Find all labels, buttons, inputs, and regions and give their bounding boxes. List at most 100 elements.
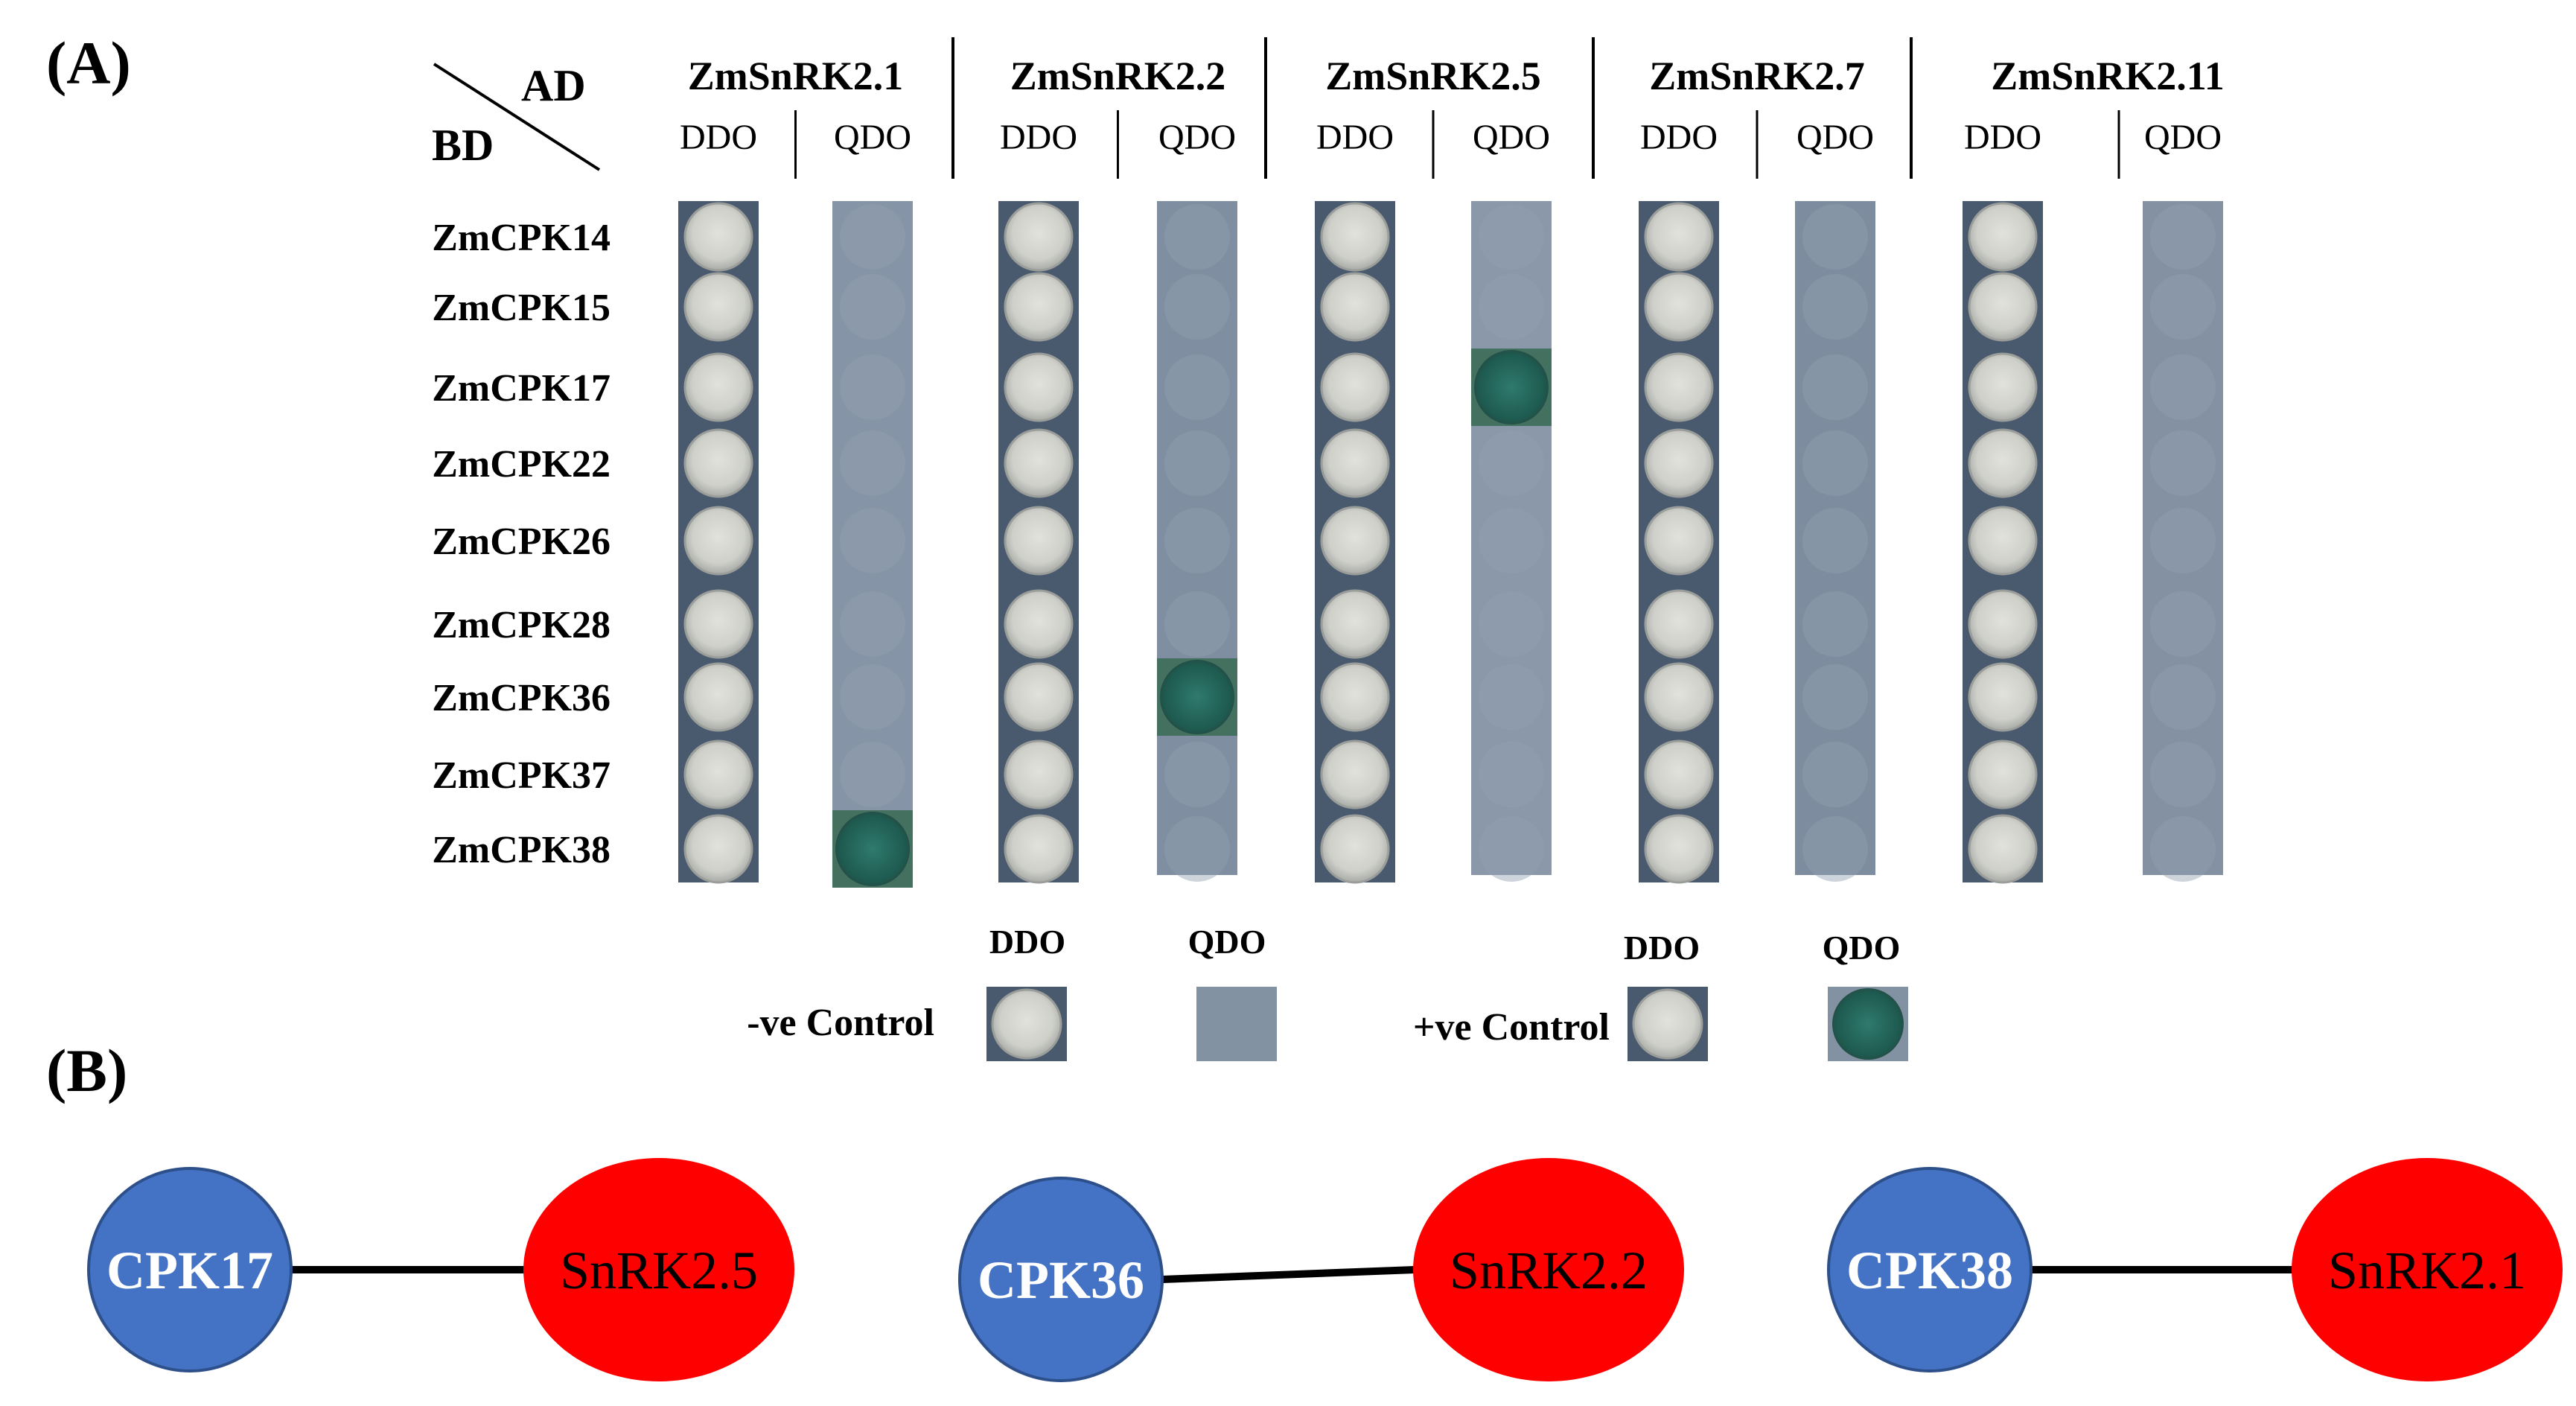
qdo-subheader: QDO: [834, 118, 911, 157]
ddo-colony: [1004, 814, 1074, 884]
qdo-strip: [2143, 201, 2223, 875]
qdo-positive-colony: [835, 812, 910, 886]
qdo-strip: [1795, 201, 1875, 875]
cpk-node: [1827, 1167, 2033, 1372]
pos-control-ddo-label: DDO: [1624, 929, 1700, 967]
qdo-faint-spot: [1802, 742, 1868, 807]
ddo-colony: [1004, 428, 1074, 498]
ddo-colony: [1320, 272, 1390, 342]
qdo-faint-spot: [1479, 508, 1544, 573]
row-label: ZmCPK37: [432, 754, 610, 797]
ddo-colony: [1644, 428, 1714, 498]
qdo-faint-spot: [2150, 430, 2216, 496]
column-header: ZmSnRK2.5: [1325, 54, 1541, 98]
qdo-faint-spot: [2150, 816, 2216, 882]
ddo-colony: [683, 814, 753, 884]
ddo-colony: [683, 428, 753, 498]
ddo-colony: [683, 272, 753, 342]
ddo-colony: [1004, 506, 1074, 576]
qdo-strip: [1471, 201, 1552, 875]
cpk-node: [87, 1167, 293, 1372]
qdo-subheader: QDO: [1796, 118, 1874, 157]
ddo-colony: [1320, 506, 1390, 576]
ddo-colony: [1004, 739, 1074, 809]
snrk-node: [2292, 1158, 2563, 1381]
ddo-colony: [1968, 506, 2038, 576]
ddo-colony: [1644, 662, 1714, 732]
cpk-node-label: CPK17: [106, 1241, 273, 1300]
ddo-colony: [1004, 589, 1074, 659]
ddo-colony: [1320, 202, 1390, 272]
row-label: ZmCPK26: [432, 521, 610, 563]
qdo-faint-spot: [1802, 274, 1868, 340]
qdo-faint-spot: [2150, 354, 2216, 420]
ddo-colony: [683, 352, 753, 422]
snrk-node-label: SnRK2.2: [1450, 1241, 1648, 1300]
column-header: ZmSnRK2.11: [1991, 54, 2225, 98]
ddo-colony: [1644, 272, 1714, 342]
ddo-colony: [1320, 662, 1390, 732]
ddo-colony: [1004, 352, 1074, 422]
qdo-faint-spot: [1164, 816, 1230, 882]
ddo-colony: [1968, 202, 2038, 272]
panel-b-label: (B): [46, 1037, 127, 1104]
ddo-colony: [1968, 739, 2038, 809]
qdo-faint-spot: [1164, 591, 1230, 657]
ddo-subheader: DDO: [1000, 118, 1077, 157]
ddo-colony: [1004, 272, 1074, 342]
column-dividers: [794, 37, 2120, 179]
qdo-faint-spot: [1479, 430, 1544, 496]
column-header: ZmSnRK2.2: [1010, 54, 1226, 98]
column-header: ZmSnRK2.1: [688, 54, 904, 98]
qdo-faint-spot: [840, 508, 905, 573]
ddo-colony: [683, 739, 753, 809]
qdo-subheader: QDO: [1473, 118, 1550, 157]
neg-control-qdo-label: QDO: [1188, 923, 1266, 961]
qdo-faint-spot: [840, 274, 905, 340]
ddo-colony: [1320, 739, 1390, 809]
qdo-faint-spot: [840, 664, 905, 730]
qdo-faint-spot: [1479, 664, 1544, 730]
qdo-strip: [1157, 201, 1237, 875]
ddo-colony: [1644, 589, 1714, 659]
ddo-subheader: DDO: [1964, 118, 2041, 157]
ddo-colony: [1004, 662, 1074, 732]
qdo-faint-spot: [840, 591, 905, 657]
qdo-faint-spot: [2150, 274, 2216, 340]
ddo-colony: [1644, 352, 1714, 422]
row-label: ZmCPK36: [432, 677, 610, 719]
pos-control-ddo-plate: [1627, 987, 1708, 1061]
ddo-colony: [1320, 589, 1390, 659]
qdo-positive-colony: [1474, 350, 1549, 424]
ddo-subheader: DDO: [1316, 118, 1394, 157]
qdo-faint-spot: [2150, 508, 2216, 573]
qdo-faint-spot: [1164, 204, 1230, 270]
qdo-faint-spot: [1479, 591, 1544, 657]
ddo-colony: [1968, 662, 2038, 732]
ddo-subheader: DDO: [1640, 118, 1718, 157]
cpk-node: [958, 1177, 1164, 1382]
pos-control-qdo-label: QDO: [1823, 929, 1901, 967]
ddo-colony: [1968, 428, 2038, 498]
ddo-colony: [1968, 272, 2038, 342]
snrk-node: [523, 1158, 794, 1381]
plate-grid: [678, 201, 2223, 888]
qdo-faint-spot: [2150, 204, 2216, 270]
panel-a-label: (A): [46, 29, 131, 97]
qdo-faint-spot: [840, 204, 905, 270]
ddo-colony: [683, 506, 753, 576]
neg-control-ddo-label: DDO: [989, 923, 1065, 961]
neg-control-ddo-plate: [986, 987, 1067, 1061]
snrk-node-label: SnRK2.5: [560, 1241, 758, 1300]
snrk-node-label: SnRK2.1: [2328, 1241, 2526, 1300]
row-label: ZmCPK14: [432, 217, 610, 259]
row-label: ZmCPK28: [432, 604, 610, 646]
qdo-strip: [832, 201, 913, 875]
snrk-node: [1413, 1158, 1684, 1381]
qdo-faint-spot: [840, 430, 905, 496]
ddo-colony: [1644, 506, 1714, 576]
